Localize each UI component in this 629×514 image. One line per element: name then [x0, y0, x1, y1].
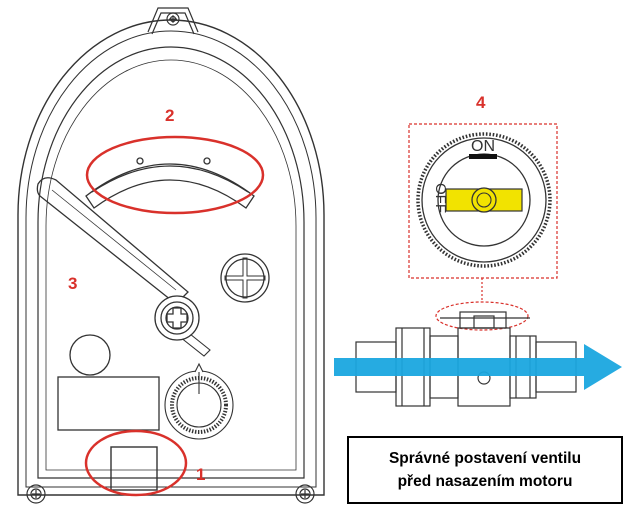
label-plate [57, 376, 160, 431]
label-number-1: 1 [196, 465, 205, 484]
valve-off-label: OFF [432, 183, 449, 213]
label-number-3: 3 [68, 274, 77, 293]
valve-on-label: ON [471, 138, 495, 155]
valve-detail-frame [408, 123, 558, 279]
screw-top [169, 15, 177, 23]
manual-lever [36, 177, 211, 357]
side-screw [220, 253, 270, 303]
valve-top-view [416, 132, 552, 268]
screw-bottom-left [26, 484, 46, 504]
highlight-ellipse-2 [85, 135, 265, 215]
caption-box: Správné postavení ventilu před nasazením… [347, 436, 623, 504]
label-number-4: 4 [476, 93, 486, 112]
screw-bottom-right [295, 484, 315, 504]
position-window [85, 157, 255, 209]
label-number-2: 2 [165, 106, 174, 125]
highlight-ellipse-4 [435, 301, 529, 331]
flow-arrow [334, 344, 622, 390]
dial-knob [164, 362, 234, 440]
connector-port [110, 446, 158, 491]
indicator-light [69, 334, 111, 376]
lever-pivot-screw [154, 295, 200, 341]
highlight-ellipse-1 [84, 429, 188, 497]
caption-line-1: Správné postavení ventilu [388, 450, 582, 467]
caption-line-2: před nasazením motoru [397, 473, 573, 490]
